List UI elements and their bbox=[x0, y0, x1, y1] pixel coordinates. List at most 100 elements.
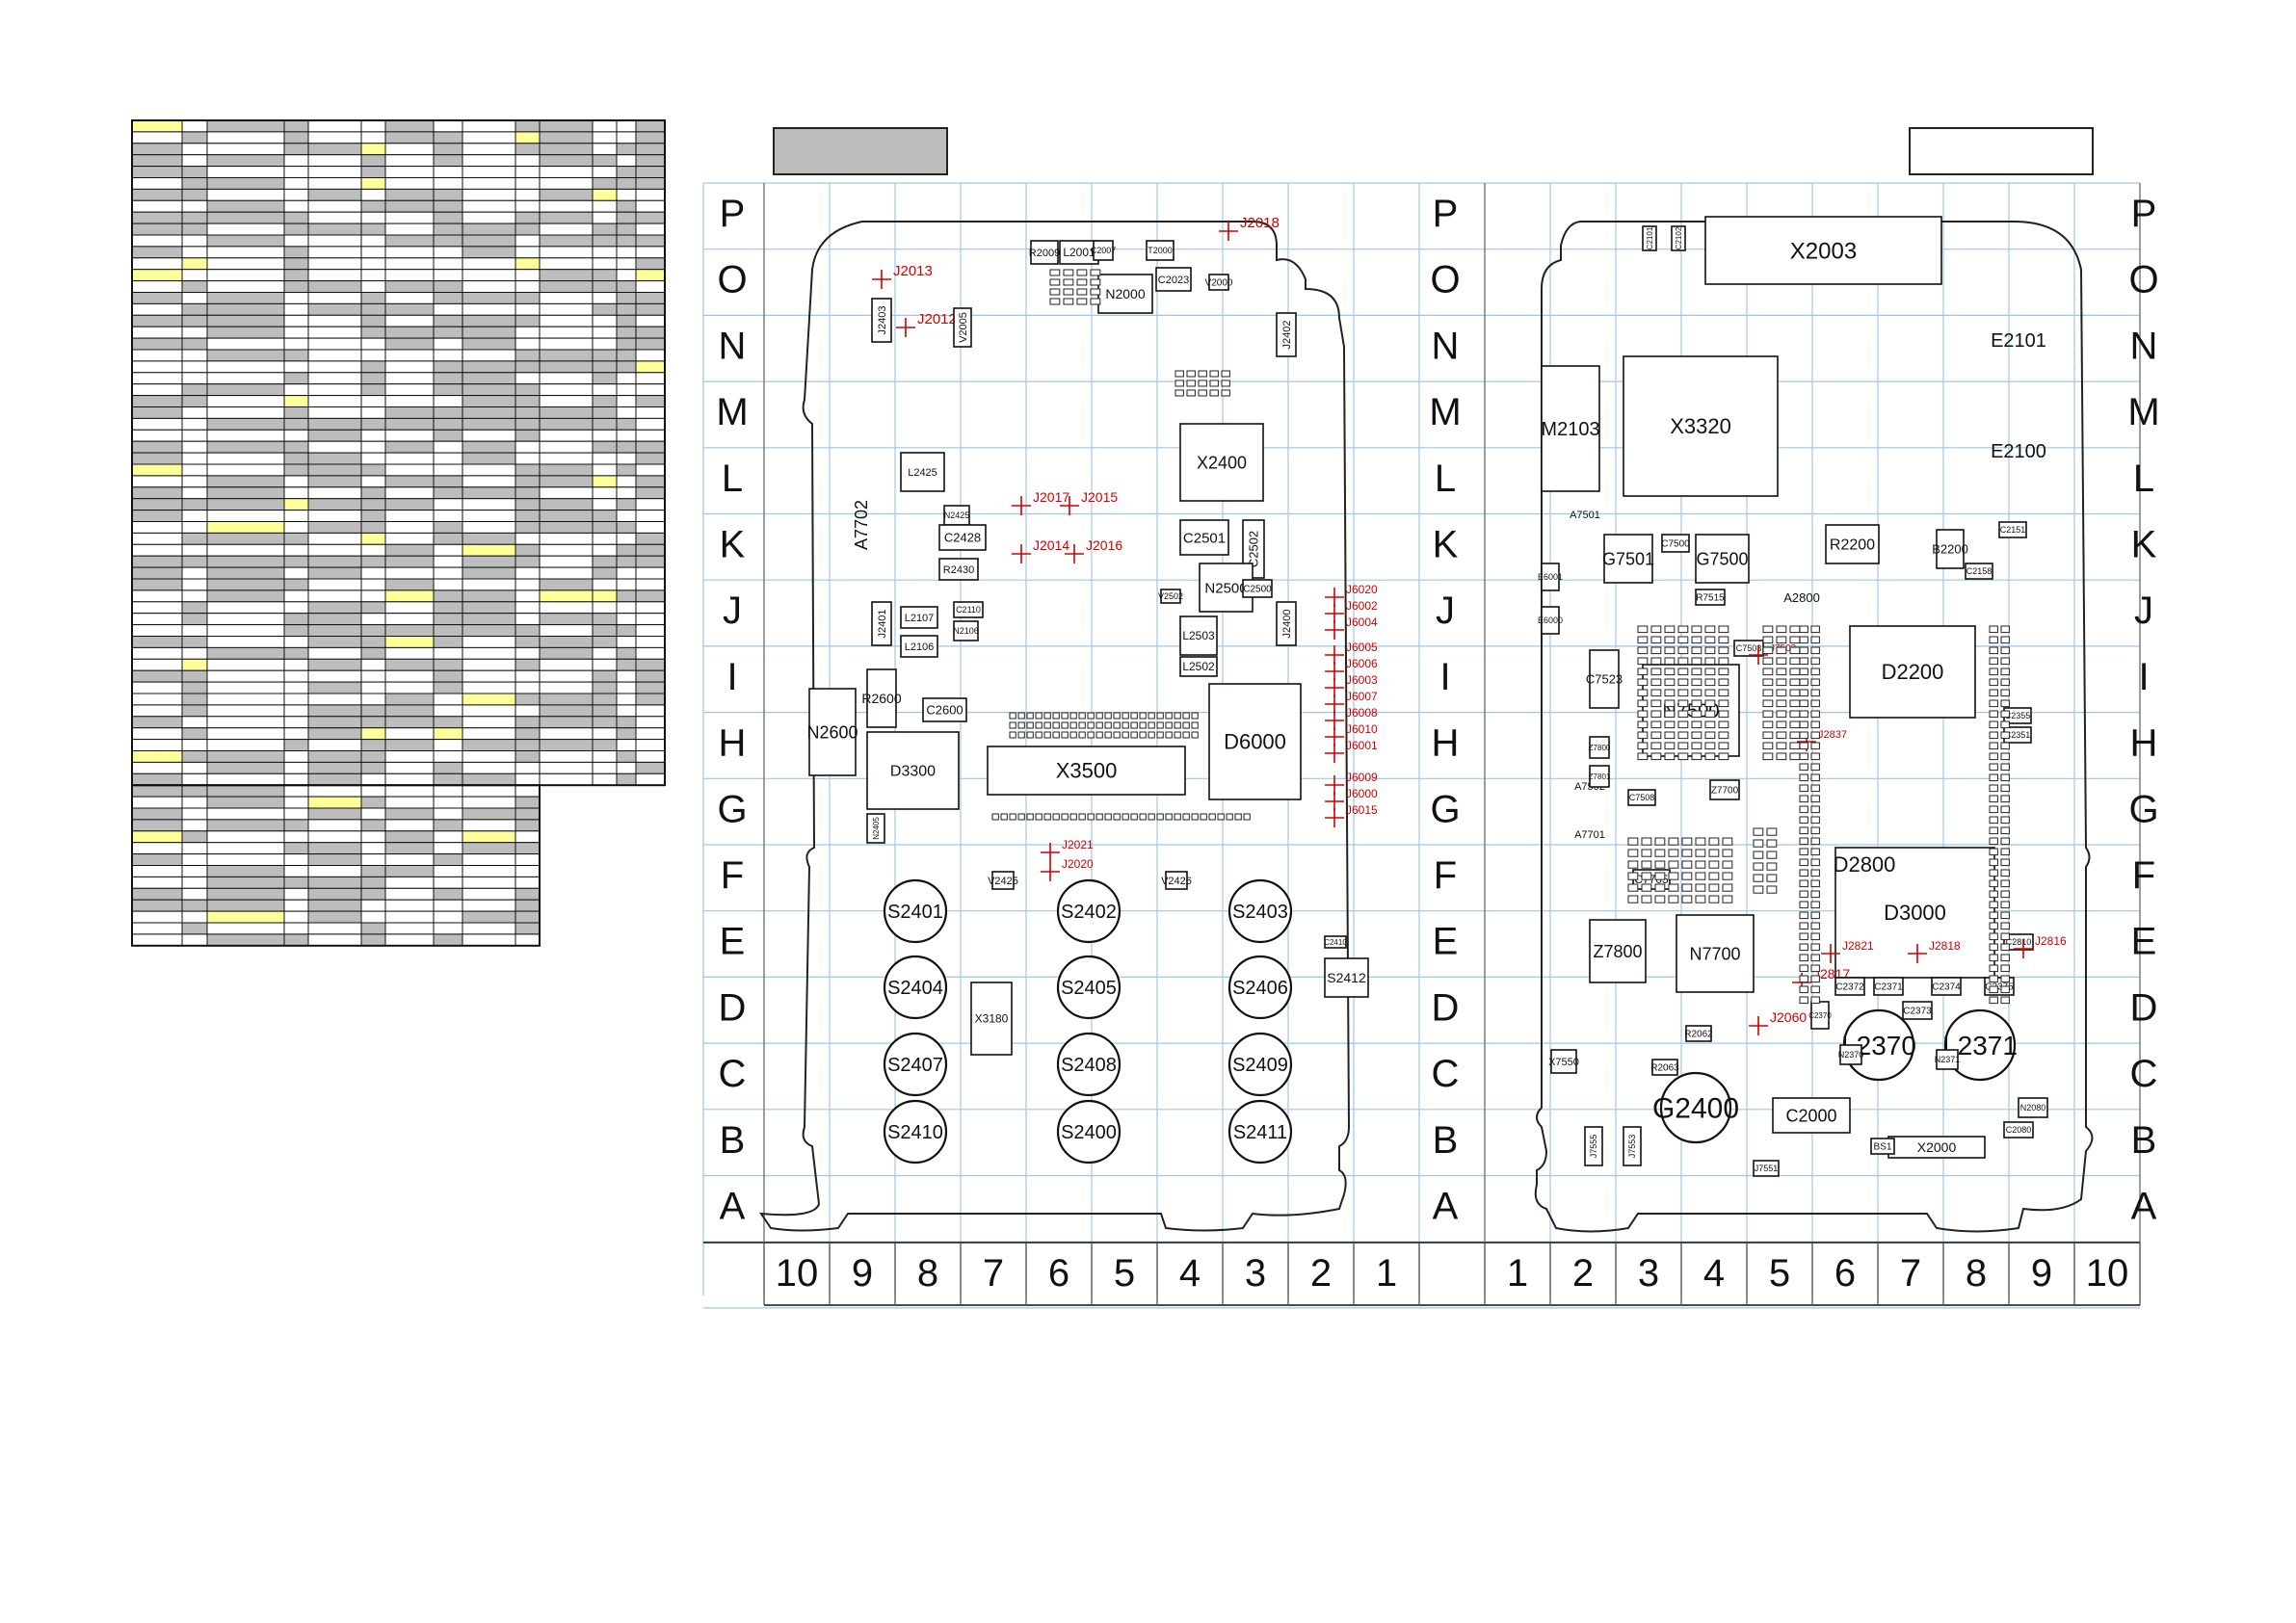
table-cell bbox=[462, 819, 516, 832]
smd-part bbox=[1637, 678, 1649, 687]
table-cell bbox=[181, 784, 208, 798]
svg-text:D2800: D2800 bbox=[1834, 852, 1896, 877]
column-number: 10 bbox=[776, 1252, 819, 1295]
svg-text:C7503: C7503 bbox=[1736, 643, 1762, 653]
table-cell bbox=[616, 601, 637, 615]
table-cell bbox=[283, 257, 309, 271]
table-cell bbox=[307, 716, 362, 729]
table-cell bbox=[592, 131, 618, 144]
table-cell bbox=[539, 246, 594, 259]
table-cell bbox=[360, 372, 386, 385]
table-cell bbox=[515, 199, 541, 213]
table-cell bbox=[206, 681, 285, 694]
table-cell bbox=[462, 739, 516, 751]
table-cell bbox=[307, 521, 362, 534]
table-cell bbox=[515, 796, 541, 809]
table-cell bbox=[539, 704, 594, 718]
component-l2425: L2425 bbox=[900, 452, 945, 492]
smd-part bbox=[1139, 731, 1147, 739]
smd-part bbox=[1198, 380, 1207, 387]
table-cell bbox=[539, 417, 594, 431]
table-cell bbox=[462, 807, 516, 821]
smd-part bbox=[1762, 689, 1774, 697]
table-cell bbox=[635, 532, 666, 545]
smd-part bbox=[1677, 668, 1689, 676]
component-j2400: J2400 bbox=[1276, 601, 1297, 646]
component-x3180: X3180 bbox=[970, 982, 1013, 1056]
smd-part bbox=[1681, 860, 1693, 869]
smd-part bbox=[1989, 922, 1998, 930]
smd-part bbox=[2000, 816, 2010, 825]
component-d6000: D6000 bbox=[1208, 683, 1302, 800]
table-cell bbox=[307, 910, 362, 924]
svg-text:C2374: C2374 bbox=[1932, 982, 1961, 993]
table-cell bbox=[283, 646, 309, 660]
smd-part bbox=[1650, 689, 1662, 697]
table-cell bbox=[635, 337, 666, 351]
table-cell bbox=[515, 613, 541, 626]
table-cell bbox=[515, 154, 541, 168]
table-cell bbox=[515, 853, 541, 866]
svg-text:A7702: A7702 bbox=[852, 500, 871, 550]
smd-part bbox=[1130, 712, 1138, 720]
table-cell bbox=[360, 772, 386, 786]
table-cell bbox=[131, 177, 183, 190]
table-cell bbox=[206, 693, 285, 706]
svg-text:N2080: N2080 bbox=[2020, 1103, 2046, 1113]
table-cell bbox=[181, 899, 208, 912]
table-cell bbox=[131, 532, 183, 545]
smd-part bbox=[1078, 731, 1086, 739]
table-cell bbox=[384, 750, 435, 763]
table-cell bbox=[131, 406, 183, 419]
svg-text:S2409: S2409 bbox=[1232, 1055, 1288, 1076]
component-r2200: R2200 bbox=[1825, 524, 1880, 564]
table-cell bbox=[283, 876, 309, 889]
row-letter: I bbox=[726, 656, 737, 698]
smd-part bbox=[1810, 848, 1820, 856]
table-cell bbox=[283, 429, 309, 442]
table-cell bbox=[515, 475, 541, 488]
table-cell bbox=[360, 199, 386, 213]
svg-text:J6004: J6004 bbox=[1346, 615, 1378, 629]
row-letter: B bbox=[2131, 1119, 2157, 1162]
table-cell bbox=[384, 337, 435, 351]
table-cell bbox=[462, 624, 516, 637]
smd-part bbox=[1691, 689, 1702, 697]
table-cell bbox=[181, 177, 208, 190]
component-x2000: X2000 bbox=[1887, 1136, 1986, 1159]
smd-part bbox=[1113, 813, 1121, 821]
table-cell bbox=[539, 646, 594, 660]
table-cell bbox=[462, 589, 516, 603]
table-cell bbox=[131, 578, 183, 591]
smd-part bbox=[2000, 678, 2010, 687]
table-cell bbox=[462, 349, 516, 362]
table-cell bbox=[283, 246, 309, 259]
table-cell bbox=[616, 131, 637, 144]
smd-part bbox=[1063, 278, 1074, 286]
table-cell bbox=[635, 761, 666, 774]
table-cell bbox=[635, 510, 666, 522]
table-cell bbox=[131, 899, 183, 912]
smd-part bbox=[1035, 721, 1042, 729]
row-letter: C bbox=[2130, 1053, 2158, 1095]
smd-part bbox=[1989, 668, 1998, 676]
svg-text:C7523: C7523 bbox=[1586, 672, 1623, 687]
svg-text:C2810: C2810 bbox=[2006, 937, 2032, 947]
table-cell bbox=[360, 796, 386, 809]
table-cell bbox=[384, 532, 435, 545]
smd-part bbox=[1810, 869, 1820, 877]
smd-part bbox=[1810, 890, 1820, 899]
table-cell bbox=[181, 922, 208, 935]
table-cell bbox=[433, 624, 463, 637]
smd-part bbox=[2000, 869, 2010, 877]
smd-part bbox=[1789, 668, 1801, 676]
smd-part bbox=[1691, 742, 1702, 750]
table-cell bbox=[433, 646, 463, 660]
smd-part bbox=[1052, 721, 1060, 729]
smd-part bbox=[1789, 720, 1801, 729]
table-cell bbox=[433, 658, 463, 671]
table-cell bbox=[283, 395, 309, 408]
smd-part bbox=[1664, 668, 1676, 676]
smd-part bbox=[1989, 646, 1998, 655]
column-number: 3 bbox=[1245, 1252, 1266, 1295]
